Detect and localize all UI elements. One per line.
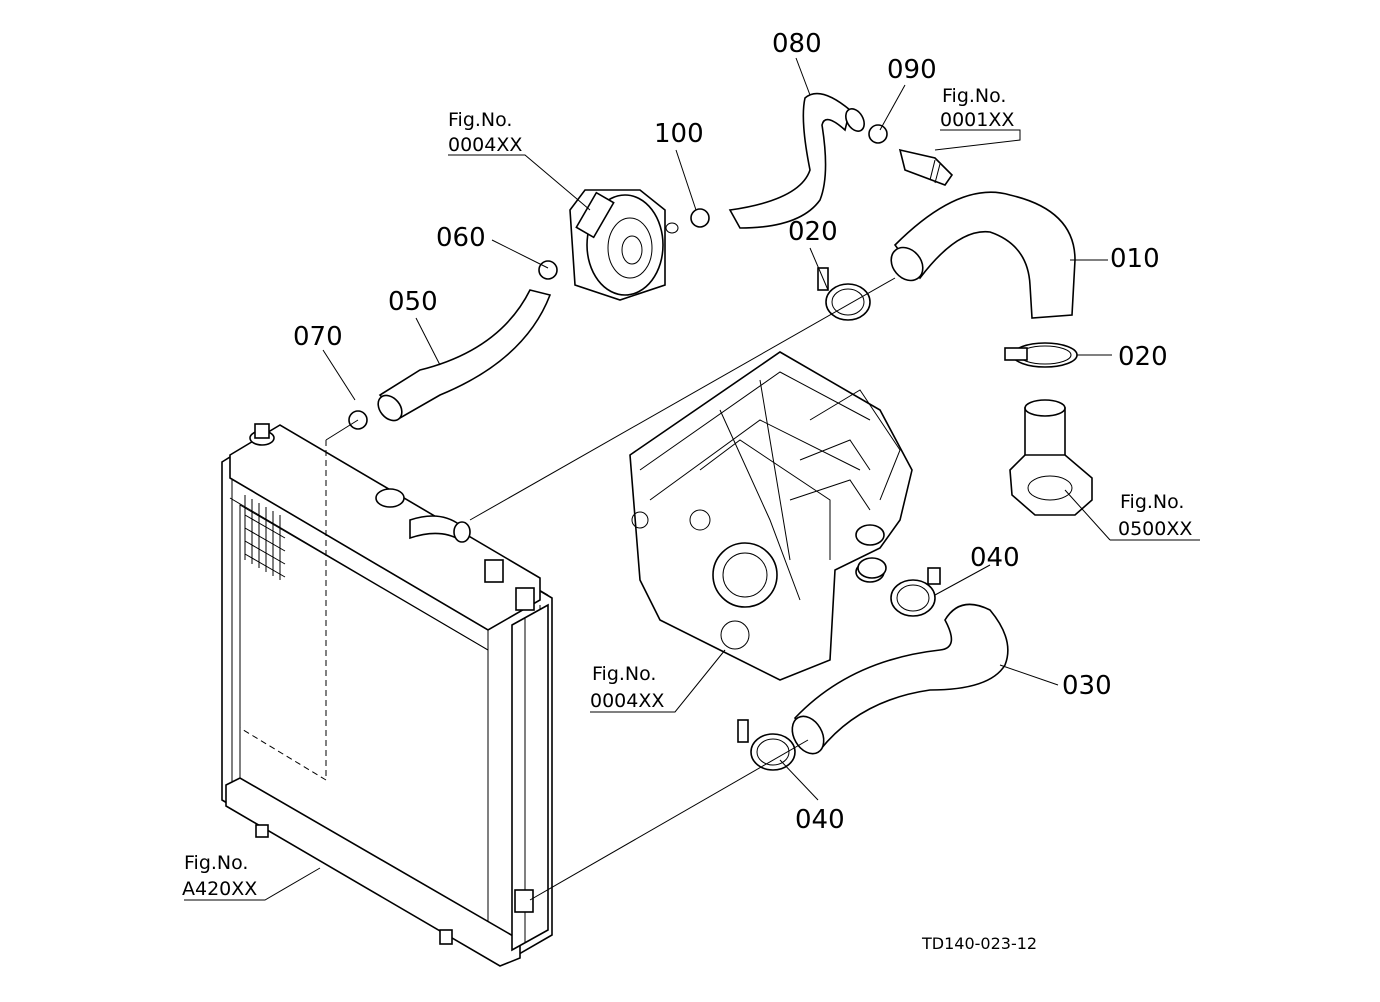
radiator-drawing (221, 423, 553, 967)
callout-080: 080 (772, 29, 822, 59)
oil-cooler-drawing (569, 189, 679, 301)
fig-ref-label-sensor: Fig.No. (942, 85, 1006, 107)
fig-ref-code-oil-cooler: 0004XX (448, 134, 522, 156)
hose-050-drawing (378, 289, 552, 420)
callout-060: 060 (436, 223, 486, 253)
callout-030: 030 (1062, 671, 1112, 701)
fig-ref-label-radiator: Fig.No. (184, 852, 248, 874)
gear-case-drawing (629, 351, 913, 681)
leader-lines (184, 57, 1200, 901)
hose-010-drawing (893, 191, 1076, 319)
clamps-drawing (348, 124, 1078, 771)
callout-100: 100 (654, 119, 704, 149)
callout-010: 010 (1110, 244, 1160, 274)
callout-040-lower: 040 (795, 805, 845, 835)
hose-080-drawing (728, 92, 851, 229)
callout-020-upper: 020 (788, 217, 838, 247)
fig-ref-code-radiator: A420XX (182, 878, 257, 900)
drawing-code: TD140-023-12 (921, 934, 1037, 953)
connection-lines (325, 277, 896, 901)
hose-030-drawing (793, 603, 1009, 752)
fig-ref-code-gear-case: 0004XX (590, 690, 664, 712)
fig-ref-code-sensor: 0001XX (940, 109, 1014, 131)
callout-090: 090 (887, 55, 937, 85)
callout-020-lower: 020 (1118, 342, 1168, 372)
callout-070: 070 (293, 322, 343, 352)
sensor-drawing (898, 148, 954, 186)
callout-050: 050 (388, 287, 438, 317)
fig-ref-label-thermostat: Fig.No. (1120, 491, 1184, 513)
fig-ref-code-thermostat: 0500XX (1118, 518, 1192, 540)
fig-ref-label-gear-case: Fig.No. (592, 663, 656, 685)
callout-040-upper: 040 (970, 543, 1020, 573)
fig-ref-label-oil-cooler: Fig.No. (448, 109, 512, 131)
thermostat-housing-drawing (1009, 399, 1093, 516)
